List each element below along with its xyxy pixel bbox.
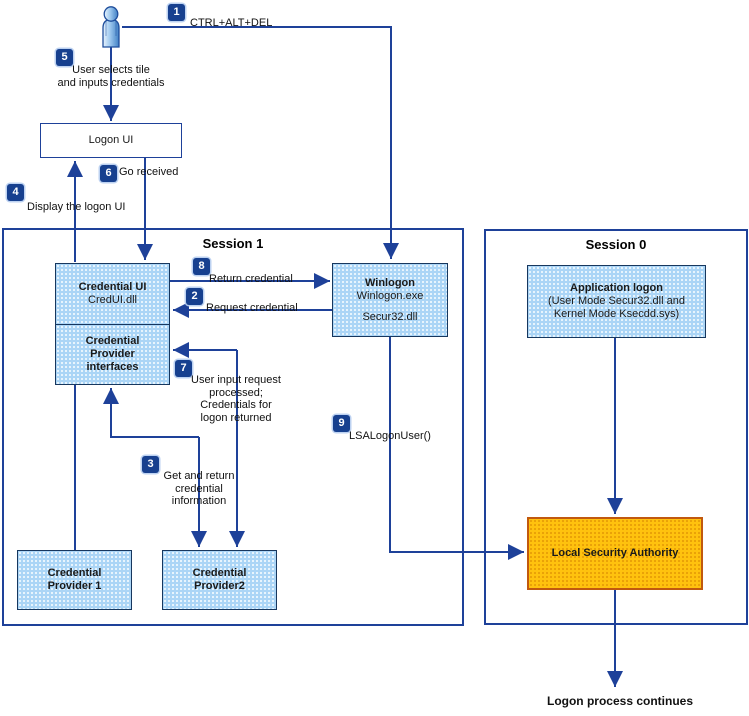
application-logon-title: Application logon <box>570 282 663 294</box>
credential-provider-interfaces-label: Credential Provider interfaces <box>85 335 140 373</box>
user-person-icon <box>102 6 120 48</box>
step-badge-4: 4 <box>7 184 24 201</box>
connector-winlogon-to-lsa <box>389 337 524 560</box>
credential-provider2-box: Credential Provider2 <box>162 550 277 610</box>
session1-container: Session 1 <box>2 228 464 626</box>
logon-ui-label: Logon UI <box>88 134 134 146</box>
credential-ui-box: Credential UI CredUI.dll <box>55 263 170 325</box>
winlogon-exe: Winlogon.exe <box>356 289 424 302</box>
session0-title: Session 0 <box>585 237 647 252</box>
step-badge-6: 6 <box>100 165 117 182</box>
application-logon-box: Application logon (User Mode Secur32.dll… <box>527 265 706 338</box>
credential-ui-dll: CredUI.dll <box>88 294 137 306</box>
connector-ctrl-alt-del-to-winlogon <box>122 26 399 259</box>
local-security-authority-box: Local Security Authority <box>527 517 703 590</box>
credential-provider1-label: Credential Provider 1 <box>47 567 102 592</box>
step-badge-9: 9 <box>333 415 350 432</box>
user-input-request-label: User input request processed; Credential… <box>191 374 281 424</box>
lsa-logon-user-label: LSALogonUser() <box>349 430 431 442</box>
return-credential-label: Return credential <box>209 273 293 285</box>
winlogon-box: Winlogon Winlogon.exe Secur32.dll <box>332 263 448 337</box>
step-badge-3: 3 <box>142 456 159 473</box>
display-logon-ui-label: Display the logon UI <box>27 201 126 213</box>
lsa-label: Local Security Authority <box>551 547 679 559</box>
get-and-return-label: Get and return credential information <box>163 470 235 507</box>
credential-ui-title: Credential UI <box>78 281 147 293</box>
connector-get-return-to-interfaces <box>103 388 199 438</box>
step-badge-8: 8 <box>193 258 210 275</box>
user-selects-label: User selects tile and inputs credentials <box>57 64 165 89</box>
step-badge-1: 1 <box>168 4 185 21</box>
step-badge-5: 5 <box>56 49 73 66</box>
step-badge-7: 7 <box>175 360 192 377</box>
logon-process-continues-label: Logon process continues <box>546 694 693 708</box>
application-logon-detail: (User Mode Secur32.dll and Kernel Mode K… <box>548 295 685 320</box>
session1-title: Session 1 <box>202 236 264 251</box>
credential-provider-interfaces-box: Credential Provider interfaces <box>55 324 170 385</box>
go-received-label: Go received <box>119 166 179 178</box>
request-credential-label: Request credential <box>206 302 298 314</box>
winlogon-secur32: Secur32.dll <box>362 310 418 323</box>
logon-ui-box: Logon UI <box>40 123 182 158</box>
credential-provider2-label: Credential Provider2 <box>192 567 247 592</box>
credential-provider1-box: Credential Provider 1 <box>17 550 132 610</box>
winlogon-title: Winlogon <box>365 276 415 289</box>
ctrl-alt-del-label: CTRL+ALT+DEL <box>190 17 273 29</box>
step-badge-2: 2 <box>186 288 203 305</box>
